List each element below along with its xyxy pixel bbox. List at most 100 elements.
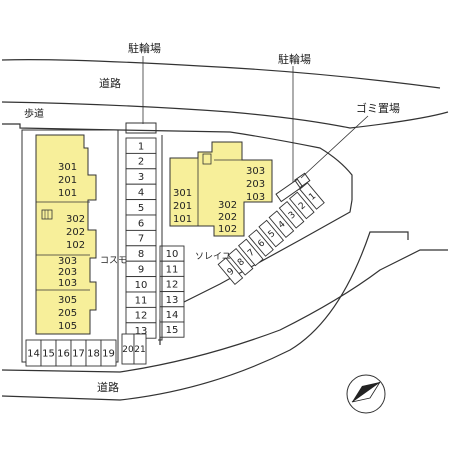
- parking-space: 6: [125, 214, 157, 231]
- soleil-unit: 101: [173, 214, 192, 225]
- parking-space: 7: [125, 229, 157, 247]
- parking-space-box: [258, 219, 285, 248]
- parking-space: 16: [55, 339, 72, 367]
- parking-space-number: 6: [256, 238, 267, 250]
- soleil-unit: 201: [173, 201, 192, 212]
- parking-space: 5: [258, 219, 285, 248]
- sidewalk-label: 歩道: [24, 107, 44, 120]
- parking-space-number: 4: [277, 219, 288, 231]
- bicycle-parking-left-area: [125, 122, 157, 134]
- parking-space-box: [100, 339, 117, 367]
- parking-space-number: 9: [138, 265, 144, 276]
- parking-space: 9: [125, 260, 157, 278]
- parking-space-number: 1: [307, 191, 318, 202]
- soleil-unit: 102: [218, 224, 237, 235]
- bicycle-parking-left-label: 駐輪場: [128, 41, 161, 55]
- parking-space-number: 12: [135, 311, 148, 322]
- cosmo-unit: 101: [58, 188, 77, 199]
- parking-space: 11: [159, 260, 185, 277]
- parking-space-number: 7: [246, 248, 257, 259]
- parking-space-number: 8: [236, 257, 247, 269]
- cosmo-unit: 301: [58, 162, 77, 173]
- parking-space-number: 17: [72, 349, 85, 360]
- cosmo-building: 301 201 101 302 202 102 303 203 103 305 …: [35, 134, 97, 335]
- stair-icon: [202, 153, 212, 165]
- bicycle-parking-right-area: [275, 178, 304, 203]
- parking-space-box: [299, 182, 325, 210]
- parking-space-number: 11: [166, 264, 179, 275]
- soleil-unit: 303: [246, 166, 265, 177]
- parking-space: 8: [227, 247, 254, 276]
- bottom-road-lower-edge: [1, 231, 409, 401]
- stair-icon: [41, 209, 53, 220]
- cosmo-unit: 305: [58, 295, 77, 306]
- parking-space-number: 19: [102, 349, 115, 360]
- parking-space-number: 15: [166, 325, 179, 336]
- north-arrow-icon: [346, 374, 386, 414]
- parking-space-box: [133, 333, 147, 365]
- soleil-unit: 302: [218, 200, 237, 211]
- parking-space-box: [248, 229, 274, 257]
- parking-space: 11: [125, 291, 157, 308]
- cosmo-unit: 105: [58, 321, 77, 332]
- parking-space: 3: [125, 168, 157, 185]
- parking-space-box: [288, 191, 315, 220]
- parking-space-box: [268, 210, 295, 239]
- cosmo-unit: 102: [66, 240, 85, 251]
- road-bottom-label: 道路: [97, 380, 119, 394]
- parking-space-number: 15: [42, 349, 55, 360]
- parking-space: 15: [159, 321, 185, 338]
- leader-line: [300, 115, 369, 179]
- parking-space-number: 18: [87, 349, 100, 360]
- road-top-label: 道路: [99, 76, 121, 90]
- parking-space-number: 10: [135, 280, 148, 291]
- parking-space: 12: [125, 306, 157, 324]
- garbage-area-label: ゴミ置場: [356, 101, 400, 115]
- cosmo-unit: 103: [58, 278, 77, 289]
- parking-space: 4: [125, 183, 157, 201]
- parking-space: 19: [100, 339, 117, 367]
- parking-space-number: 21: [134, 345, 145, 355]
- parking-space: 15: [40, 339, 57, 367]
- parking-space-number: 6: [138, 218, 144, 229]
- parking-space-number: 1: [138, 141, 144, 152]
- parking-space-box: [217, 257, 244, 286]
- parking-space-number: 9: [226, 266, 237, 278]
- parking-space: 3: [278, 200, 305, 229]
- cosmo-unit: 203: [58, 267, 77, 278]
- parking-space-box: [278, 200, 305, 229]
- parking-space-box: [159, 321, 185, 338]
- parking-space-number: 10: [166, 249, 179, 260]
- cosmo-unit: 205: [58, 308, 77, 319]
- parking-space: 10: [159, 245, 185, 262]
- cosmo-unit: 202: [66, 227, 85, 238]
- bottom-road-upper-edge: [1, 249, 448, 373]
- parking-space: 4: [268, 210, 295, 239]
- soleil-unit: 203: [246, 179, 265, 190]
- parking-space-number: 14: [166, 310, 179, 321]
- bicycle-parking-right-label: 駐輪場: [278, 52, 311, 66]
- parking-space: 14: [25, 339, 42, 367]
- parking-space-number: 16: [57, 349, 70, 360]
- parking-space: 13: [159, 291, 185, 308]
- parking-space: 21: [133, 333, 147, 365]
- parking-space: 14: [159, 306, 185, 323]
- parking-space: 6: [248, 229, 274, 257]
- soleil-unit: 202: [218, 212, 237, 223]
- soleil-name-label: ソレイユ: [195, 252, 231, 262]
- parking-space: 5: [125, 199, 157, 216]
- parking-space: 12: [159, 275, 185, 293]
- top-road-edge: [1, 59, 441, 89]
- parking-space-number: 14: [27, 349, 40, 360]
- parking-space-number: 3: [138, 172, 144, 183]
- sidewalk-lower-edge: [2, 123, 353, 200]
- soleil-unit: 301: [173, 188, 192, 199]
- cosmo-unit: 302: [66, 214, 85, 225]
- parking-space-box: [227, 247, 254, 276]
- parking-space-number: 13: [166, 295, 179, 306]
